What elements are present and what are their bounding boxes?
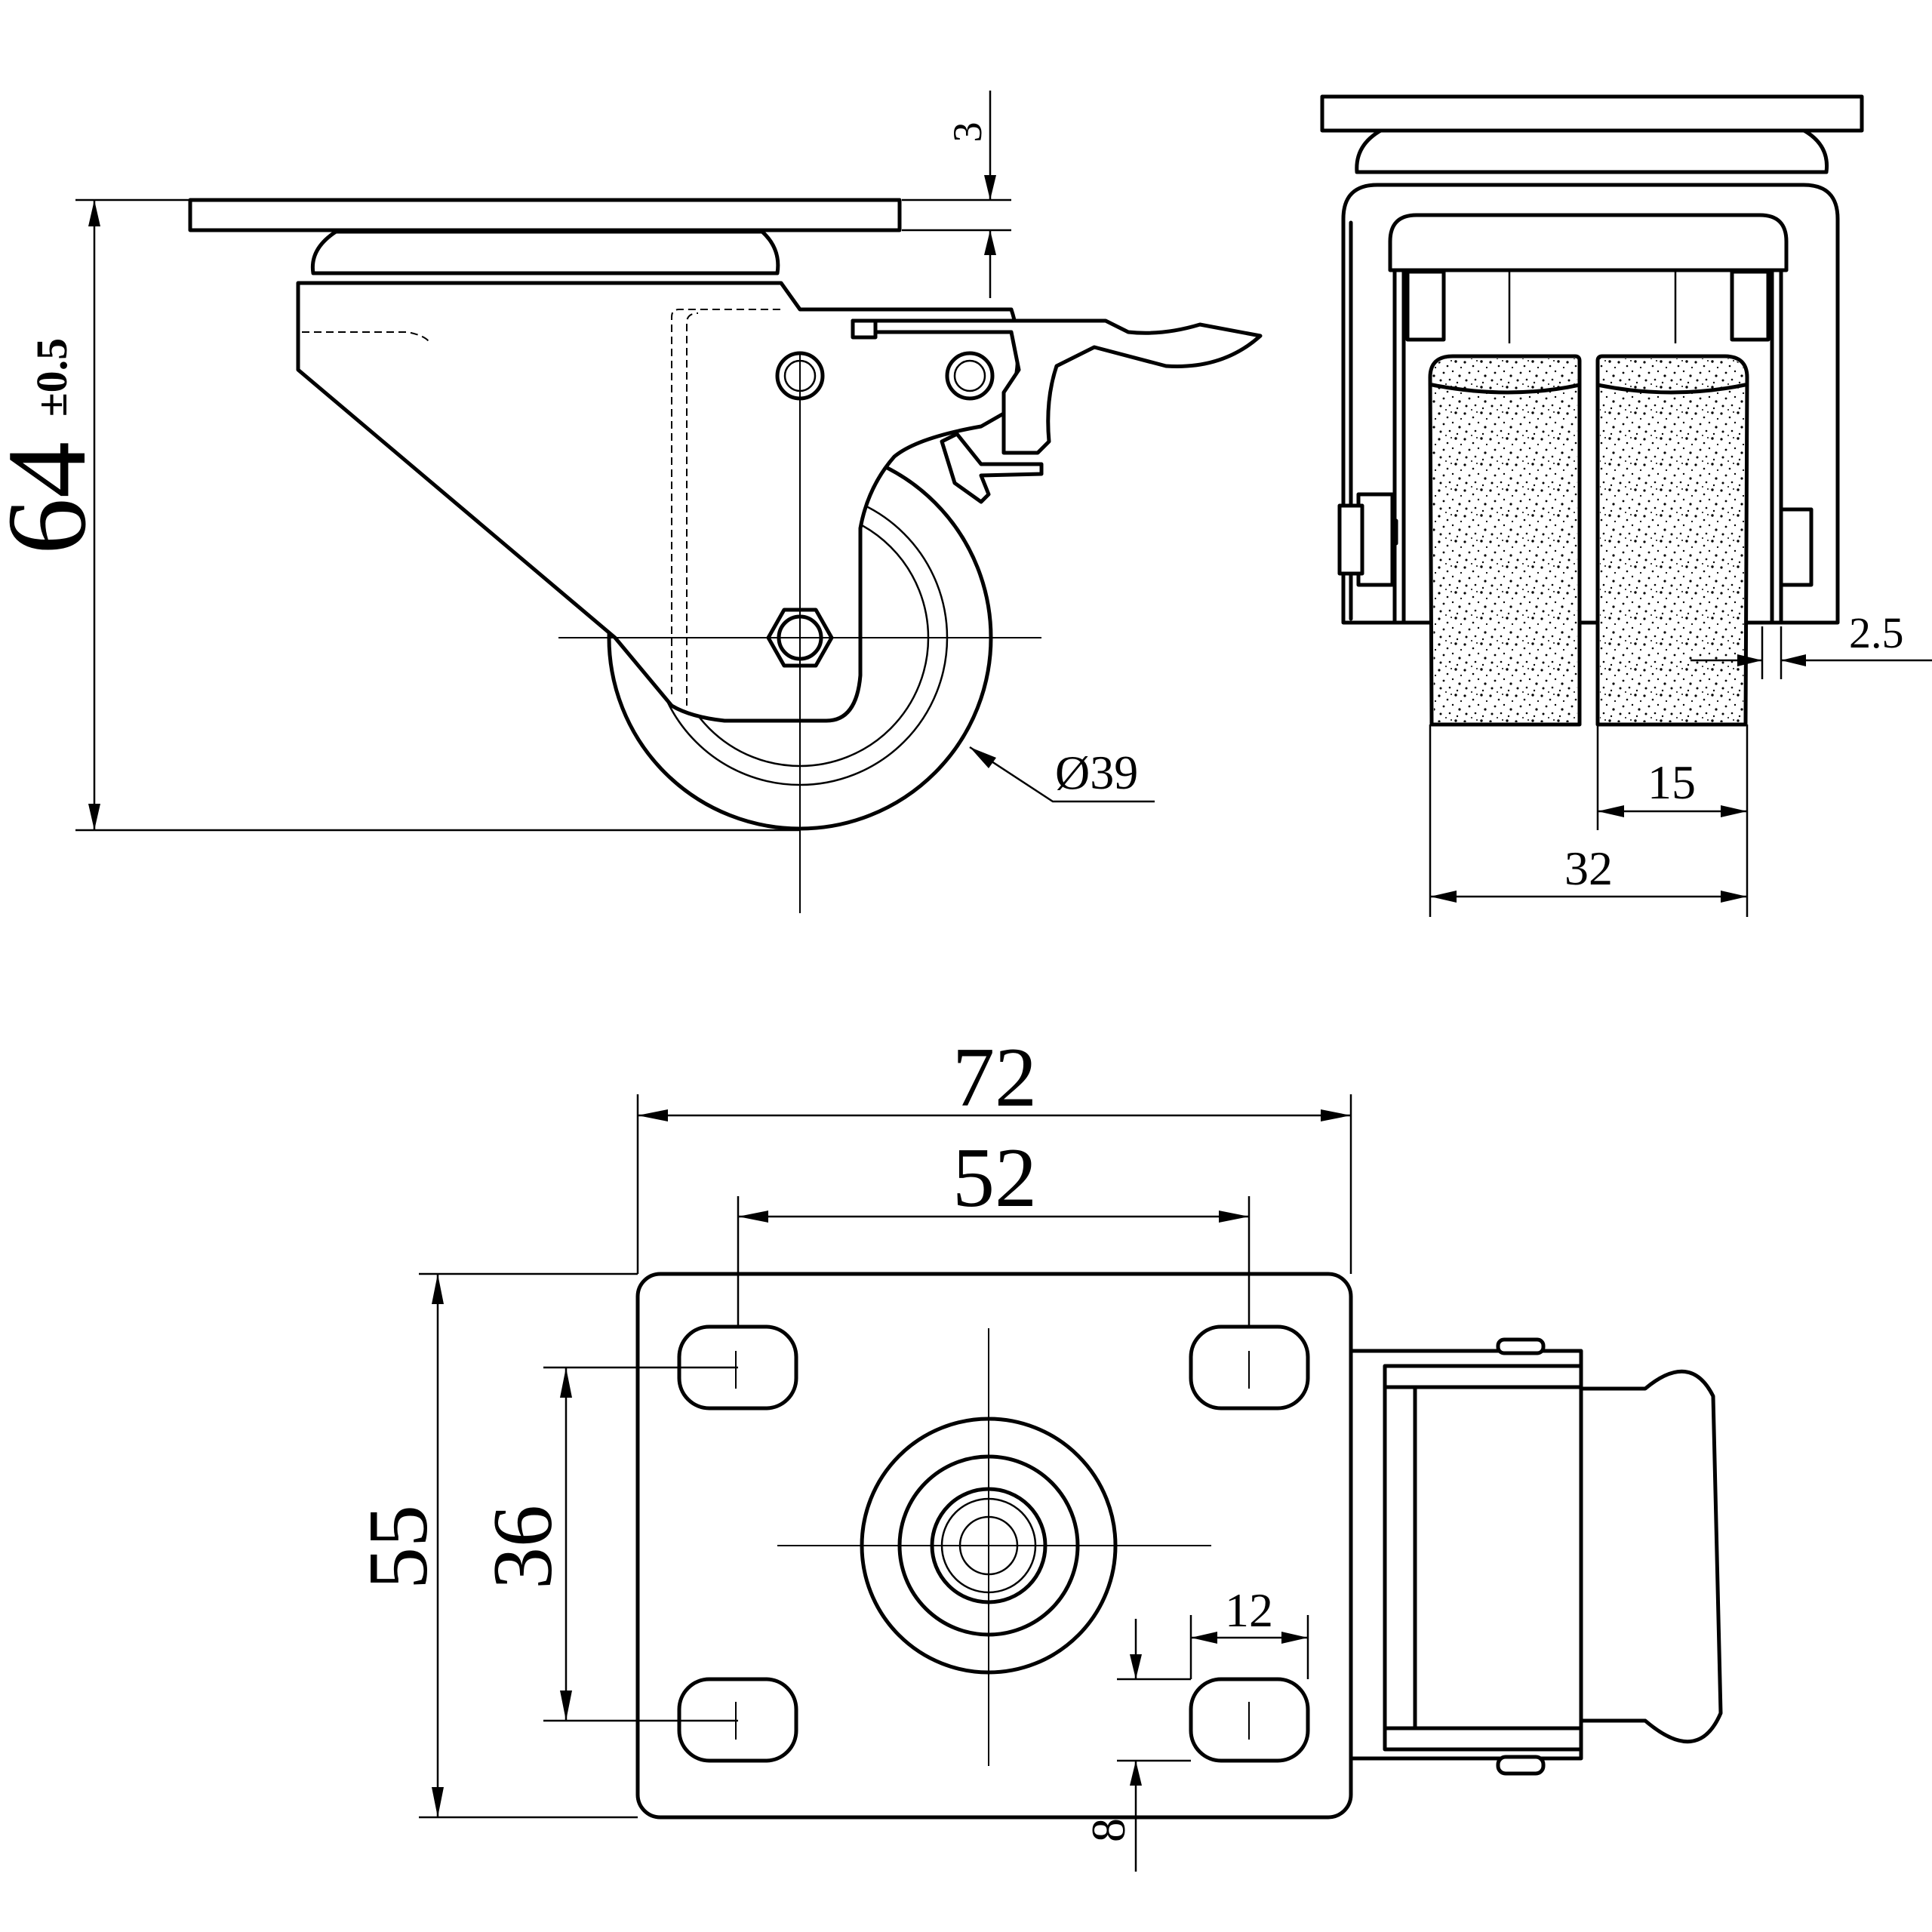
front-swivel-dome [1355, 126, 1829, 174]
side-fork-hidden-edge-2 [686, 312, 699, 706]
top-lever-tab-top [1496, 1337, 1546, 1355]
label-total-wheel-width: 32 [1564, 841, 1613, 895]
side-view [188, 198, 1263, 913]
dim-39-leader [969, 746, 1155, 803]
dim-36-arrow-bottom [560, 1690, 572, 1721]
front-view [1320, 94, 1864, 727]
dim-39-arrow [970, 747, 996, 768]
dim-55-arrow-bottom [432, 1787, 444, 1817]
top-lever-wall [1383, 1385, 1417, 1730]
dim-8-arrow-down [1130, 1654, 1142, 1679]
label-slot-width: 8 [1081, 1818, 1135, 1842]
dim-36-arrow-top [560, 1367, 572, 1398]
dim-15-arrow-right [1721, 805, 1747, 817]
front-fork-leg-left [1392, 268, 1406, 625]
side-swivel-dome [310, 229, 780, 275]
top-lever-housing [1345, 1349, 1583, 1761]
brake-lever [851, 318, 1263, 455]
front-guard-right [1730, 269, 1770, 342]
dim-72-arrow-left [638, 1109, 668, 1121]
label-hole-spacing-length: 52 [952, 1131, 1037, 1225]
dim-64-arrow-top [88, 200, 100, 226]
dim-32-arrow-right [1721, 891, 1747, 903]
top-lever-rail-top [1383, 1364, 1583, 1389]
dimension-labels: 3 64 ±0.5 Ø39 2.5 15 32 72 52 55 36 12 8 [0, 122, 1904, 1843]
brake-lever-tab [851, 318, 878, 340]
label-slot-length: 12 [1225, 1583, 1273, 1637]
front-guard-left [1405, 269, 1446, 342]
dim-72-arrow-right [1321, 1109, 1351, 1121]
dim-8-arrow-up [1130, 1761, 1142, 1786]
dimension-lines [75, 91, 1932, 1872]
side-top-plate [188, 198, 902, 232]
top-lever-arm [1579, 1369, 1723, 1744]
front-top-plate [1320, 94, 1864, 133]
front-wheel-right-texture [1600, 358, 1745, 722]
dim-64-arrow-bottom [88, 804, 100, 830]
dim-3-arrow-down [984, 175, 996, 200]
front-fork-cup [1388, 213, 1789, 272]
front-wheel-tread-curve [1430, 383, 1747, 395]
label-plate-thickness: 3 [945, 122, 990, 143]
label-hole-spacing-width: 36 [476, 1505, 570, 1589]
label-wheel-diameter: Ø39 [1055, 746, 1138, 799]
dim-52-arrow-left [738, 1211, 768, 1223]
front-washer-left [1337, 503, 1364, 576]
dim-12-arrow-right [1281, 1632, 1308, 1644]
label-single-tread-width: 15 [1647, 755, 1696, 809]
dim-3-arrow-up [984, 230, 996, 255]
label-wheel-offset: 2.5 [1849, 608, 1904, 657]
label-height-tolerance: ±0.5 [27, 338, 76, 417]
label-height-main: 64 [0, 441, 109, 555]
dim-15-arrow-left [1598, 805, 1624, 817]
rivet-right-inner [953, 359, 986, 392]
dim-55-arrow-top [432, 1274, 444, 1304]
front-nut-right [1779, 507, 1814, 587]
dim-32-arrow-left [1430, 891, 1457, 903]
dim-2-5-arrow-left [1737, 654, 1762, 666]
top-lever-rail-bottom [1383, 1726, 1583, 1752]
top-view [635, 1272, 1723, 1820]
label-plate-width: 55 [352, 1505, 445, 1589]
dim-12-arrow-left [1191, 1632, 1217, 1644]
side-fork-hidden-edge [671, 309, 781, 694]
label-plate-length: 72 [952, 1031, 1037, 1124]
dim-2-5-arrow-right [1781, 654, 1806, 666]
top-lever-tab-bottom [1496, 1755, 1546, 1776]
dim-52-arrow-right [1219, 1211, 1249, 1223]
brake-pad [940, 432, 1044, 504]
front-wheel-left-texture [1432, 358, 1577, 722]
